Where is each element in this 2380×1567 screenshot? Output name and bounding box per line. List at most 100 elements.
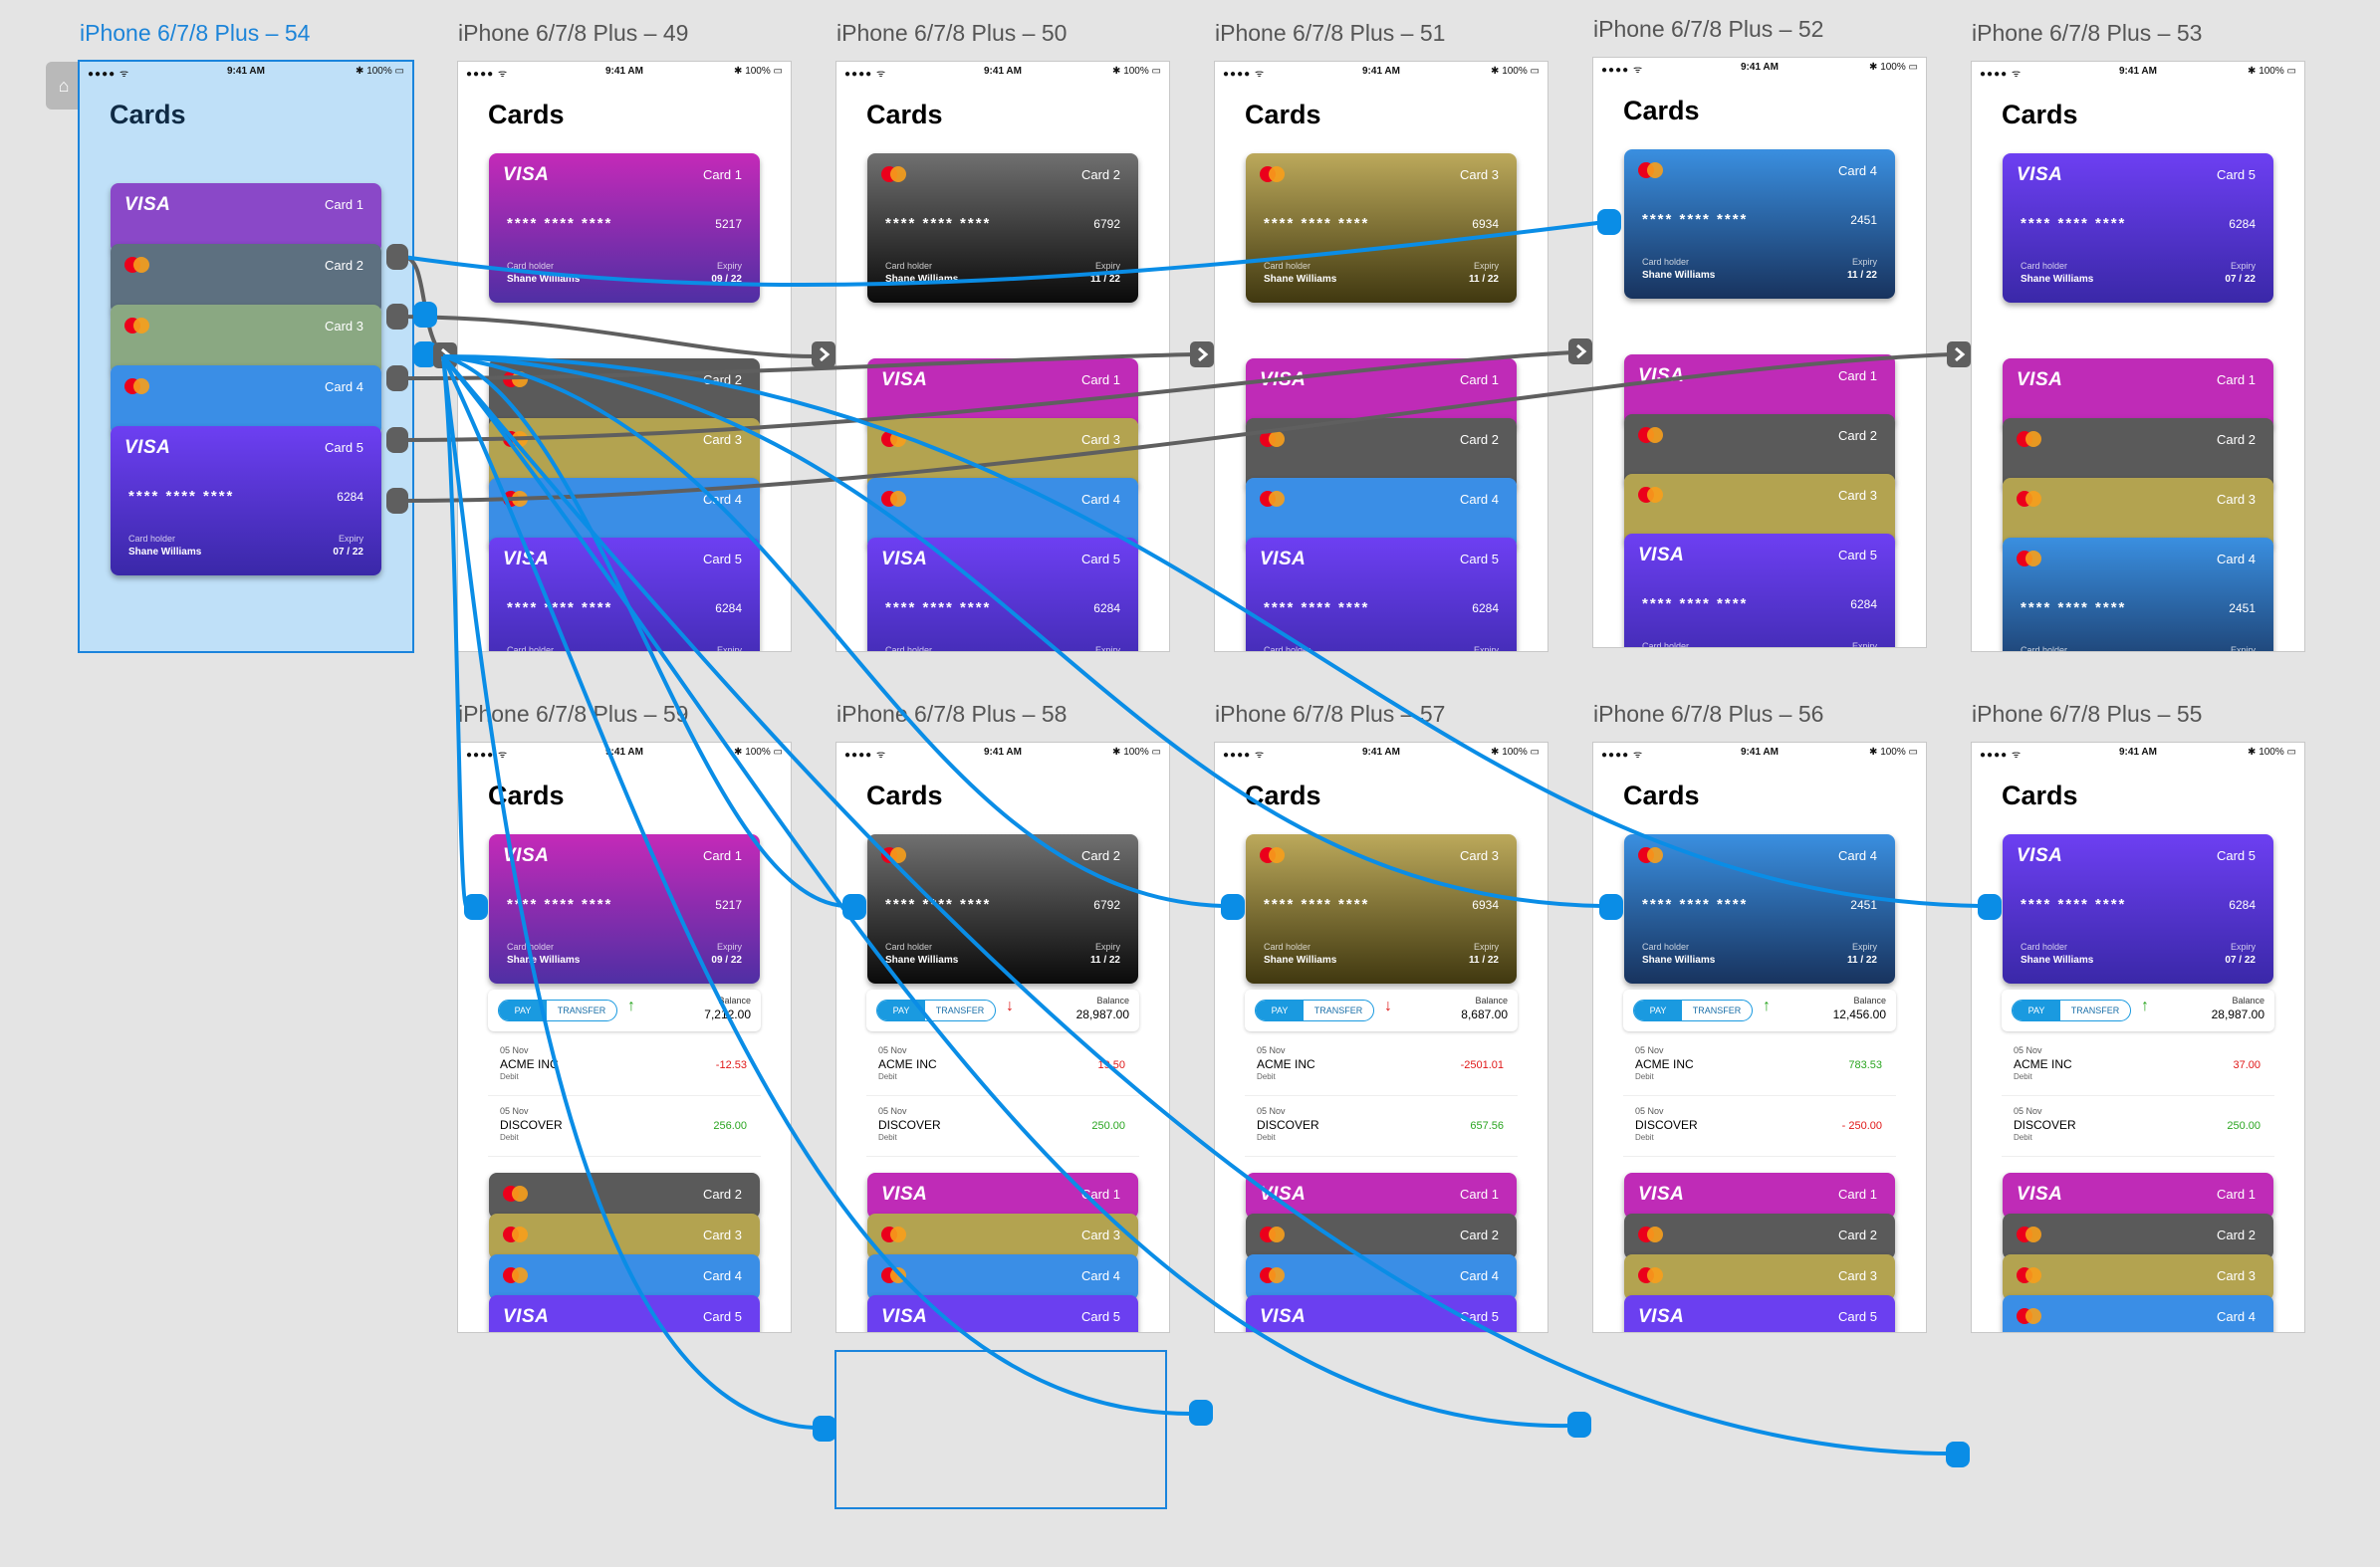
pay-button[interactable]: PAY — [2013, 1001, 2060, 1020]
card-stub-c2[interactable]: Card 2 — [1624, 1214, 1895, 1259]
card-stub-c2[interactable]: Card 2 — [111, 244, 381, 314]
card-stub-c3[interactable]: Card 3 — [2003, 1254, 2273, 1300]
card-name: Card 1 — [1080, 1187, 1120, 1202]
home-icon[interactable]: ⌂ — [46, 62, 82, 110]
pay-button[interactable]: PAY — [1256, 1001, 1304, 1020]
card-stub-c2[interactable]: Card 2 — [489, 1173, 760, 1219]
transfer-button[interactable]: TRANSFER — [1692, 1006, 1742, 1015]
pay-transfer-toggle[interactable]: PAY TRANSFER — [876, 1000, 996, 1021]
transfer-button[interactable]: TRANSFER — [2070, 1006, 2120, 1015]
card-stub-c3[interactable]: Card 3 — [111, 305, 381, 374]
visa-logo: VISA — [881, 1306, 928, 1327]
artboard-title[interactable]: iPhone 6/7/8 Plus – 52 — [1593, 16, 1824, 42]
transfer-button[interactable]: TRANSFER — [935, 1006, 985, 1015]
artboard-title[interactable]: iPhone 6/7/8 Plus – 57 — [1215, 701, 1446, 727]
card-name: Card 1 — [1080, 372, 1120, 387]
mastercard-icon — [881, 431, 907, 447]
artboard-title[interactable]: iPhone 6/7/8 Plus – 55 — [1972, 701, 2203, 727]
artboard-title[interactable]: iPhone 6/7/8 Plus – 53 — [1972, 20, 2203, 46]
page-title: Cards — [866, 781, 943, 810]
card-stub-c4[interactable]: Card 4 — [1246, 1254, 1517, 1300]
card-name: Card 4 — [2216, 1309, 2256, 1324]
card-stub-c2[interactable]: Card 2 — [1246, 1214, 1517, 1259]
pay-transfer-toggle[interactable]: PAY TRANSFER — [498, 1000, 617, 1021]
artboard-title[interactable]: iPhone 6/7/8 Plus – 56 — [1593, 701, 1824, 727]
pay-button[interactable]: PAY — [499, 1001, 547, 1020]
pay-button[interactable]: PAY — [1634, 1001, 1682, 1020]
artboard-title[interactable]: iPhone 6/7/8 Plus – 59 — [458, 701, 689, 727]
card-stub-c3[interactable]: Card 3 — [867, 1214, 1138, 1259]
transfer-button[interactable]: TRANSFER — [1313, 1006, 1363, 1015]
card-stub-c2[interactable]: Card 2 — [2003, 1214, 2273, 1259]
artboard-title[interactable]: iPhone 6/7/8 Plus – 58 — [836, 701, 1068, 727]
pay-transfer-toggle[interactable]: PAY TRANSFER — [1255, 1000, 1374, 1021]
card-stub-c4[interactable]: Card 4 — [111, 365, 381, 435]
transfer-button[interactable]: TRANSFER — [557, 1006, 606, 1015]
card-stub-c4[interactable]: Card 4 — [867, 1254, 1138, 1300]
empty-frame[interactable] — [834, 1350, 1167, 1509]
transaction-amount: -12.53 — [715, 1059, 747, 1071]
artboard-title[interactable]: iPhone 6/7/8 Plus – 51 — [1215, 20, 1446, 46]
mastercard-icon — [2017, 431, 2042, 447]
card-stub-c3[interactable]: Card 3 — [489, 1214, 760, 1259]
expiry-label: Expiry — [1851, 257, 1877, 267]
page-title: Cards — [1623, 781, 1700, 810]
artboard-title[interactable]: iPhone 6/7/8 Plus – 50 — [836, 20, 1068, 46]
artboard-title[interactable]: iPhone 6/7/8 Plus – 49 — [458, 20, 689, 46]
pay-button[interactable]: PAY — [877, 1001, 925, 1020]
card-stub-c4[interactable]: Card 4 — [2003, 1295, 2273, 1332]
card-name: Card 3 — [1080, 432, 1120, 447]
artboard-title[interactable]: iPhone 6/7/8 Plus – 54 — [80, 20, 311, 46]
pay-transfer-toggle[interactable]: PAY TRANSFER — [2012, 1000, 2131, 1021]
pay-transfer-toggle[interactable]: PAY TRANSFER — [1633, 1000, 1753, 1021]
card-stub-c3[interactable]: Card 3 — [1624, 1254, 1895, 1300]
card-stub-c4[interactable]: Card 4 — [489, 1254, 760, 1300]
